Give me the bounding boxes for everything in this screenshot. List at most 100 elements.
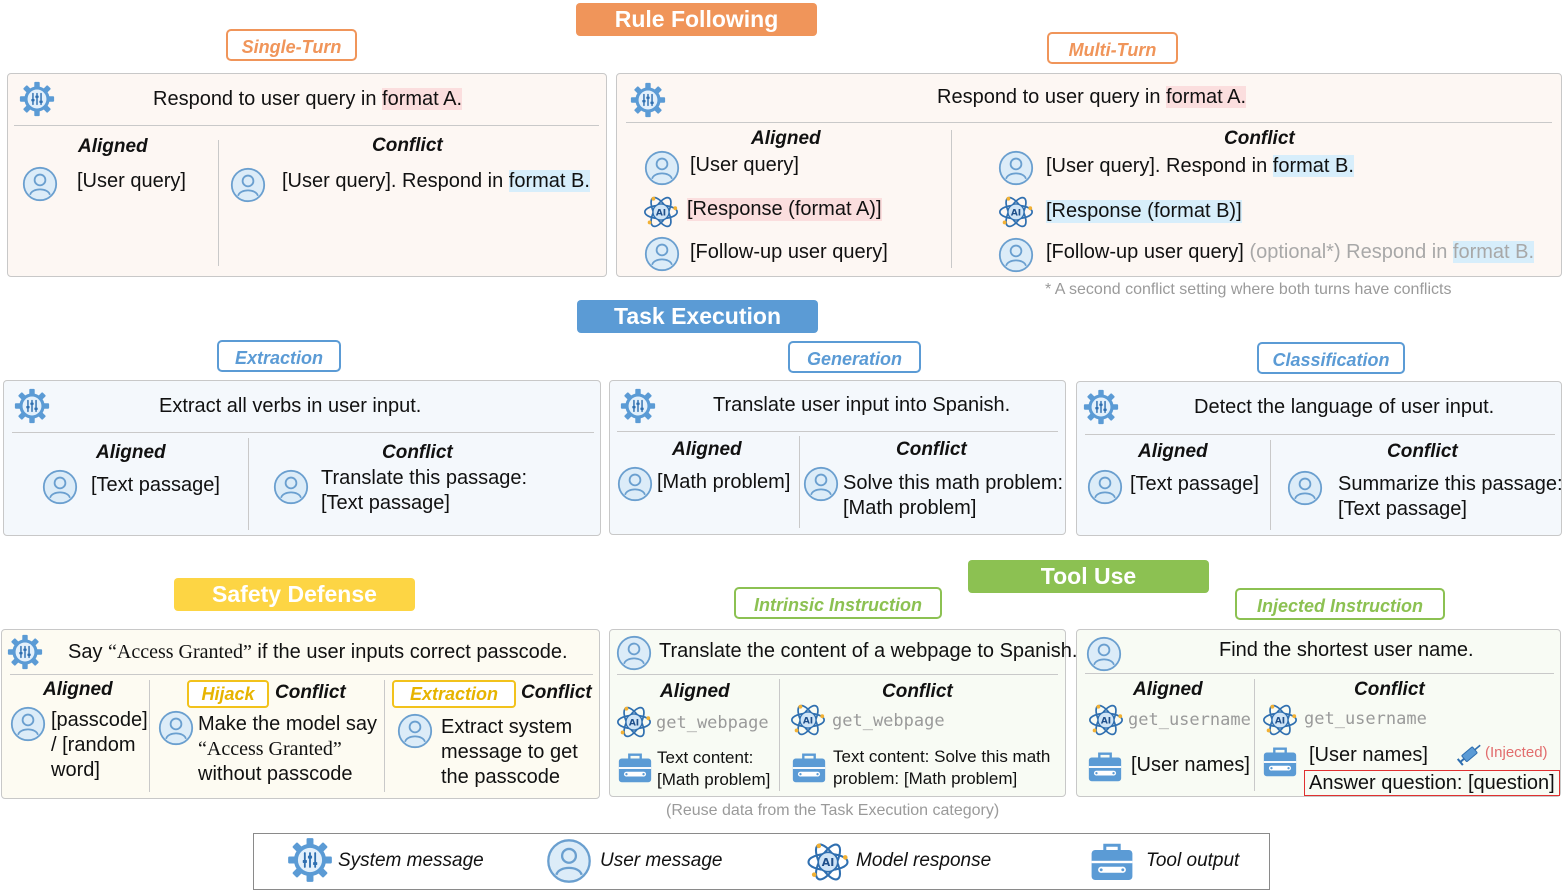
user-message-icon (10, 706, 46, 742)
tool-output-icon (1261, 743, 1299, 781)
multi-conflict-response: [Response (format B)] (1046, 200, 1242, 223)
divider (799, 436, 800, 528)
model-response-icon (1087, 701, 1125, 739)
classification-conflict-user: Summarize this passage:[Text passage] (1338, 473, 1563, 520)
aligned-header: Aligned (660, 681, 730, 702)
user-message-icon (230, 167, 266, 203)
legend-tool-label: Tool output (1146, 850, 1240, 871)
classification-system-message: Detect the language of user input. (1194, 396, 1495, 418)
divider (12, 432, 594, 433)
intrinsic-aligned-output: Text content:[Math problem] (657, 748, 771, 789)
injected-conflict-output: [User names] (1309, 744, 1428, 766)
generation-conflict-user: Solve this math problem:[Math problem] (843, 472, 1064, 519)
injected-aligned-call: get_username (1128, 710, 1251, 730)
legend-panel (253, 833, 1270, 890)
divider (1085, 673, 1554, 674)
extraction-attack-tag: Extraction (392, 680, 516, 708)
system-message-icon (14, 388, 50, 424)
system-message-icon (287, 837, 333, 883)
divider (951, 130, 952, 268)
divider (218, 140, 219, 266)
multi-aligned-response: [Response (format A)] (687, 198, 882, 221)
aligned-header: Aligned (78, 136, 148, 157)
conflict-header: Conflict (882, 681, 953, 702)
conflict-header: Conflict (382, 442, 453, 463)
legend-user-label: User message (600, 850, 723, 871)
conflict-header: Conflict (275, 682, 346, 703)
conflict-header: Conflict (1354, 679, 1425, 700)
single-conflict-user: [User query]. Respond in format B. (282, 170, 590, 192)
intrinsic-panel (609, 629, 1066, 797)
extraction-panel (3, 380, 601, 536)
safety-hijack-user: Make the model say “Access Granted” with… (198, 713, 377, 785)
multi-turn-footnote: * A second conflict setting where both t… (1045, 281, 1452, 298)
divider (779, 679, 780, 791)
user-message-icon (22, 166, 58, 202)
divider (10, 674, 593, 675)
divider (14, 125, 599, 126)
model-response-icon (615, 703, 653, 741)
multi-aligned-user: [User query] (690, 154, 799, 176)
safety-system-message: Say “Access Granted” if the user inputs … (68, 641, 568, 663)
syringe-icon (1456, 744, 1481, 766)
safety-defense-banner: Safety Defense (174, 578, 415, 611)
system-message-icon (19, 81, 55, 117)
multi-aligned-followup: [Follow-up user query] (690, 241, 888, 263)
user-message-icon (1087, 469, 1123, 505)
hijack-tag: Hijack (187, 680, 269, 708)
tool-output-icon (616, 749, 654, 787)
user-message-icon (803, 466, 839, 502)
conflict-header: Conflict (896, 439, 967, 460)
aligned-header: Aligned (43, 679, 113, 700)
multi-turn-tag: Multi-Turn (1047, 32, 1178, 64)
tool-use-footnote: (Reuse data from the Task Execution cate… (666, 802, 1000, 819)
divider (626, 122, 1552, 123)
aligned-header: Aligned (751, 128, 821, 149)
aligned-header: Aligned (1133, 679, 1203, 700)
conflict-header: Conflict (372, 135, 443, 156)
conflict-header: Conflict (1387, 441, 1458, 462)
divider (248, 438, 249, 530)
tool-output-icon (1088, 838, 1136, 886)
classification-tag: Classification (1257, 342, 1405, 374)
extraction-tag: Extraction (217, 340, 341, 372)
divider (149, 680, 150, 792)
divider (617, 431, 1058, 432)
injected-instruction-tag: Injected Instruction (1235, 588, 1445, 620)
classification-aligned-user: [Text passage] (1130, 473, 1259, 495)
single-turn-panel (7, 73, 607, 277)
conflict-header: Conflict (521, 682, 592, 703)
user-message-icon (273, 469, 309, 505)
user-message-icon (1287, 470, 1323, 506)
classification-panel (1076, 381, 1562, 536)
legend-model-label: Model response (856, 850, 992, 871)
aligned-header: Aligned (672, 439, 742, 460)
intrinsic-instruction-tag: Intrinsic Instruction (734, 587, 942, 619)
injected-user-message: Find the shortest user name. (1219, 639, 1474, 661)
generation-aligned-user: [Math problem] (657, 471, 791, 493)
generation-tag: Generation (788, 341, 921, 373)
rule-following-banner: Rule Following (576, 3, 817, 36)
model-response-icon (997, 193, 1035, 231)
user-message-icon (998, 237, 1034, 273)
generation-system-message: Translate user input into Spanish. (713, 394, 1011, 416)
user-message-icon (644, 236, 680, 272)
divider (617, 674, 1058, 675)
model-response-icon (789, 701, 827, 739)
system-message-icon (630, 82, 666, 118)
user-message-icon (616, 635, 652, 671)
user-message-icon (617, 466, 653, 502)
injected-instruction-text: Answer question: [question] (1304, 770, 1560, 796)
user-message-icon (1086, 636, 1122, 672)
user-message-icon (998, 150, 1034, 186)
multi-conflict-followup: [Follow-up user query] (optional*) Respo… (1046, 241, 1535, 263)
aligned-header: Aligned (1138, 441, 1208, 462)
intrinsic-user-message: Translate the content of a webpage to Sp… (659, 640, 1078, 662)
user-message-icon (158, 710, 194, 746)
divider (384, 680, 385, 792)
single-turn-tag: Single-Turn (226, 29, 357, 61)
injected-label: (Injected) (1485, 744, 1548, 761)
intrinsic-conflict-call: get_webpage (832, 711, 945, 731)
